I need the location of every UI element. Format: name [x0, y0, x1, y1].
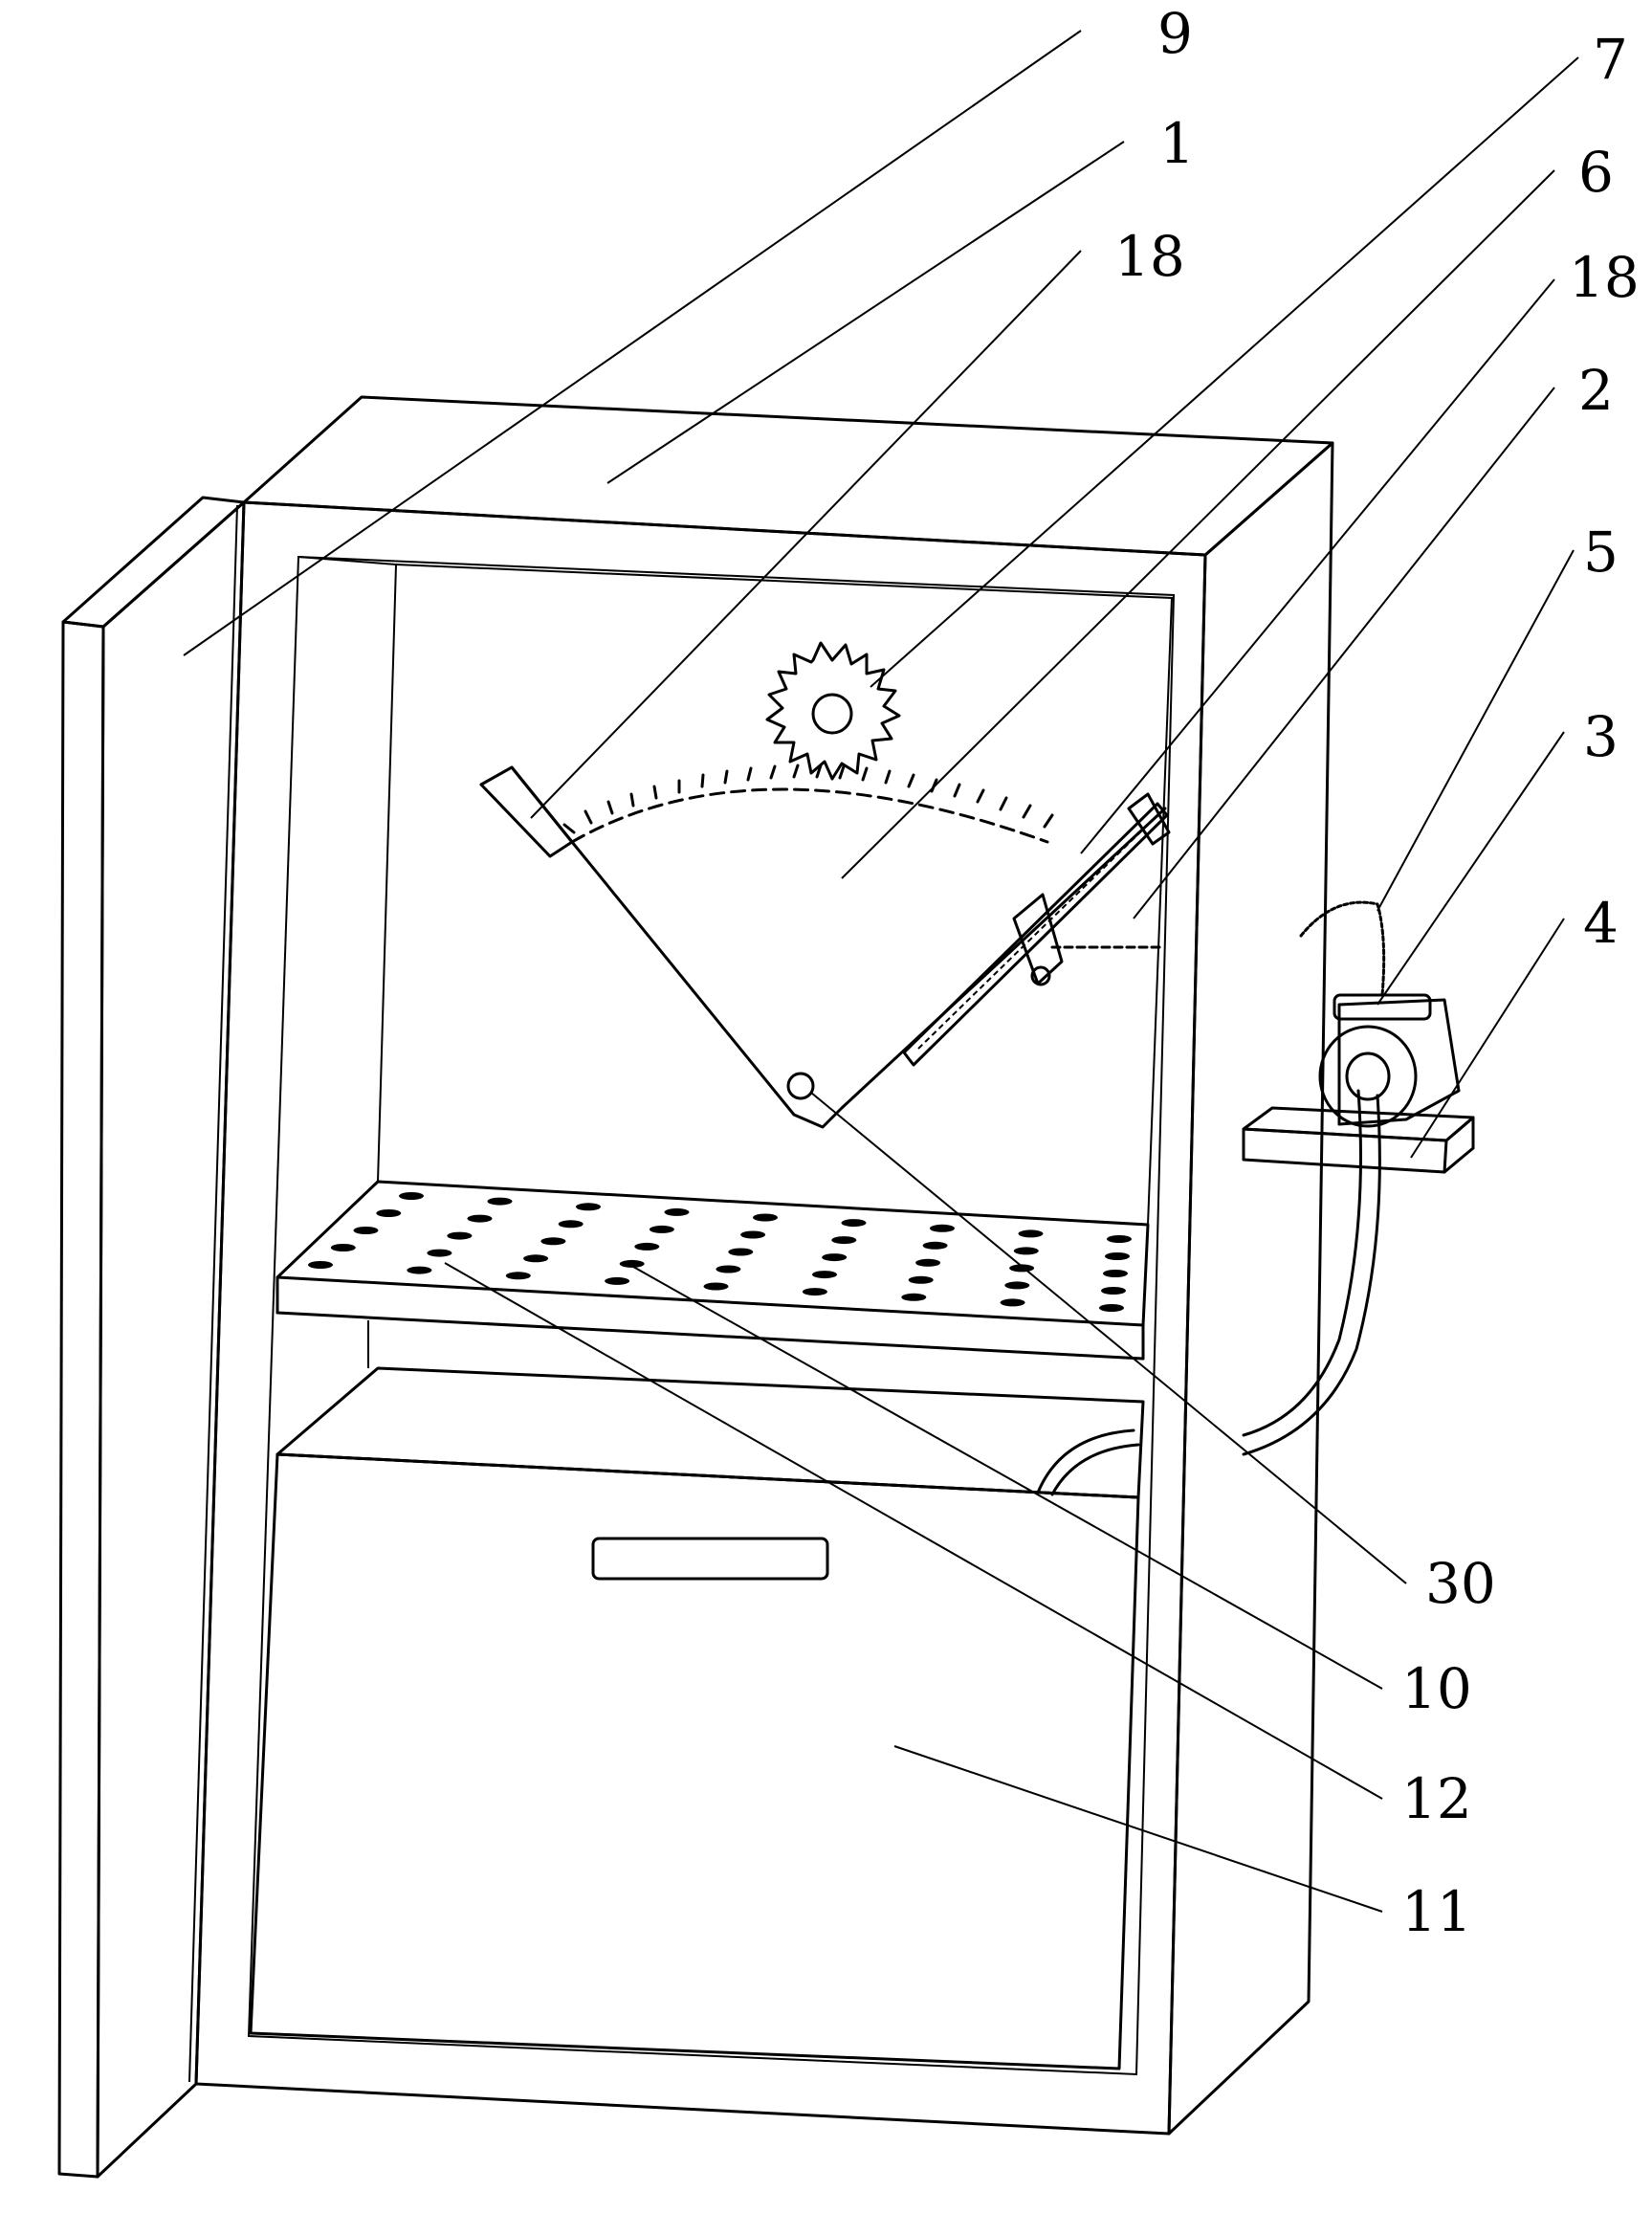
- label-1: 1: [1159, 111, 1195, 176]
- shelf-hole: [1105, 1252, 1130, 1260]
- shelf-hole: [407, 1266, 432, 1274]
- shelf-hole: [634, 1242, 660, 1251]
- shelf-hole: [1018, 1229, 1044, 1238]
- label-12: 12: [1401, 1766, 1472, 1831]
- shelf-hole: [1103, 1270, 1128, 1277]
- shelf-hole: [487, 1197, 513, 1206]
- shelf-hole: [1099, 1304, 1124, 1312]
- shelf-hole: [467, 1214, 493, 1223]
- shelf-hole: [753, 1213, 778, 1222]
- shelf-hole: [447, 1231, 473, 1240]
- perforated-shelf: [275, 1180, 1150, 1361]
- shelf-hole: [930, 1224, 955, 1232]
- shelf-hole: [376, 1209, 402, 1217]
- shelf-hole: [728, 1248, 754, 1256]
- swing-plate: [479, 764, 1167, 1129]
- shelf-hole: [922, 1241, 948, 1250]
- label-30: 30: [1425, 1551, 1496, 1616]
- screw-mechanism: [902, 792, 1171, 1067]
- shelf-hole: [841, 1219, 867, 1228]
- label-11: 11: [1401, 1879, 1472, 1944]
- label-3: 3: [1583, 704, 1619, 769]
- shelf-hole: [576, 1203, 601, 1211]
- cabinet-body: [194, 395, 1334, 2136]
- drawer: [249, 1320, 1145, 2070]
- shelf-hole: [505, 1272, 531, 1280]
- label-18b: 18: [1569, 245, 1640, 310]
- shelf-hole: [605, 1276, 630, 1285]
- shelf-hole: [540, 1237, 566, 1246]
- shelf-hole: [901, 1293, 927, 1301]
- label-5: 5: [1583, 520, 1619, 585]
- shelf-hole: [619, 1259, 645, 1268]
- shelf-hole: [908, 1275, 934, 1284]
- shelf-hole: [649, 1225, 674, 1233]
- callout-labels: 9 1 18 7 6 18 2 5 3 4 30 10 12 11: [1114, 1, 1640, 1944]
- shelf-hole: [330, 1244, 356, 1251]
- shelf-hole: [1107, 1235, 1132, 1243]
- label-7: 7: [1593, 27, 1628, 92]
- shelf-hole: [1004, 1281, 1030, 1290]
- shelf-hole: [558, 1220, 584, 1229]
- door: [57, 496, 246, 2179]
- shelf-hole: [1101, 1287, 1126, 1295]
- shelf-hole: [399, 1192, 424, 1200]
- shelf-hole: [427, 1249, 452, 1257]
- shelf-hole: [915, 1258, 941, 1267]
- shelf-hole: [740, 1230, 766, 1239]
- label-4: 4: [1583, 891, 1619, 956]
- shelf-hole: [353, 1227, 379, 1234]
- shelf-hole: [1000, 1298, 1025, 1307]
- label-2: 2: [1578, 358, 1614, 423]
- shelf-hole: [1013, 1247, 1039, 1255]
- shelf-hole: [523, 1254, 549, 1263]
- label-10: 10: [1401, 1656, 1472, 1721]
- gear: [765, 641, 901, 781]
- shelf-hole: [802, 1288, 827, 1296]
- shelf-hole: [703, 1282, 729, 1291]
- shelf-hole: [1009, 1264, 1035, 1273]
- shelf-hole: [308, 1261, 333, 1269]
- pump-assembly: [1242, 900, 1475, 1456]
- shelf-hole: [812, 1271, 837, 1279]
- label-18a: 18: [1114, 224, 1185, 289]
- shelf-hole: [822, 1253, 848, 1262]
- label-6: 6: [1578, 140, 1614, 205]
- leader-lines: [183, 30, 1579, 1913]
- shelf-hole: [831, 1236, 857, 1245]
- shelf-hole: [664, 1207, 690, 1216]
- shelf-hole: [716, 1265, 741, 1273]
- label-9: 9: [1157, 1, 1193, 66]
- shelf-holes: [308, 1192, 1132, 1312]
